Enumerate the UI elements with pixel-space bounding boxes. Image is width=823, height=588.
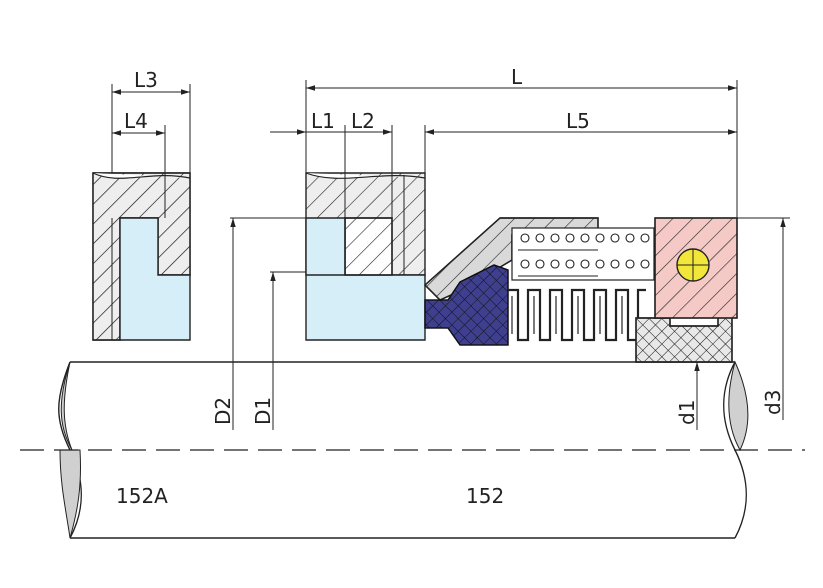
part-label-152: 152: [466, 484, 504, 508]
label-d1: d1: [675, 400, 699, 425]
dimension-labels: L L3 L4 L1 L2 L5 D2 D1 d1 d3 152A 152: [116, 65, 785, 508]
label-d3: d3: [761, 390, 785, 415]
left-seat-assembly: [92, 172, 191, 341]
label-L1: L1: [311, 109, 335, 133]
rotating-head: [423, 217, 738, 363]
label-L5: L5: [566, 109, 590, 133]
dimension-lines: [111, 80, 790, 430]
right-seat-assembly: [305, 172, 426, 341]
label-L2: L2: [351, 109, 375, 133]
springs: [518, 233, 650, 277]
label-L3: L3: [134, 68, 158, 92]
label-D1: D1: [251, 397, 275, 425]
bellows: [508, 288, 646, 342]
shaft-break-left: [60, 361, 73, 451]
label-D2: D2: [211, 397, 235, 425]
shaft: [20, 360, 805, 539]
part-label-152A: 152A: [116, 484, 168, 508]
label-L: L: [511, 65, 523, 89]
label-L4: L4: [124, 109, 148, 133]
